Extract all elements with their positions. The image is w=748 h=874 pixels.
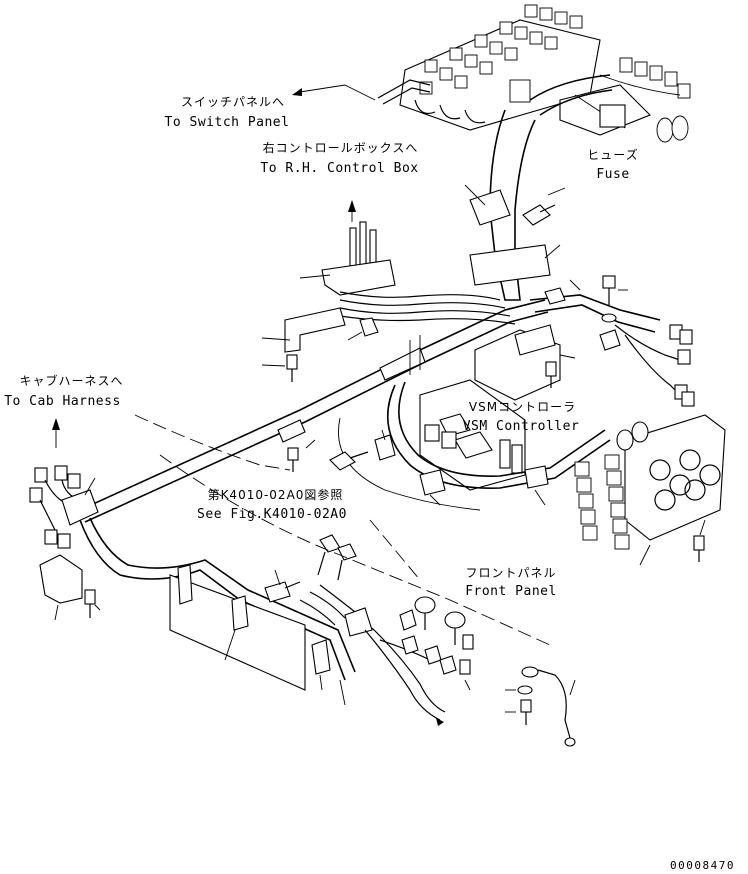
left-small-bracket	[39, 554, 101, 621]
front-panel-label-jp: フロントパネル	[465, 566, 557, 580]
bolt-center	[287, 439, 369, 472]
reference-leaders	[134, 414, 551, 646]
drawing-number: 00008470	[670, 859, 735, 872]
relay-panel-right	[574, 414, 726, 566]
cab-harness-label-jp: キャブハーネスへ	[19, 374, 124, 388]
fuse-label-en: Fuse	[596, 167, 630, 182]
front-panel-harness	[299, 584, 474, 726]
cab-harness-connectors	[29, 465, 99, 549]
front-panel-label-en: Front Panel	[465, 584, 557, 599]
ground-cable	[505, 666, 576, 747]
switch-panel-lead	[292, 79, 431, 105]
bolt-washer-right	[601, 275, 628, 323]
see-fig-bolts	[264, 534, 357, 603]
rh-control-label-jp: 右コントロールボックスへ	[262, 141, 419, 155]
right-branch	[529, 279, 695, 407]
bolt-left	[261, 354, 298, 382]
vsm-harness-loop	[338, 381, 611, 511]
vsm-label-en: VSM Controller	[462, 419, 580, 434]
rh-control-connector	[299, 200, 516, 325]
switch-panel-label-en: To Switch Panel	[164, 115, 290, 130]
cab-harness-label-en: To Cab Harness	[4, 394, 121, 409]
fuse-label-jp: ヒューズ	[587, 148, 639, 162]
main-trunk	[464, 74, 613, 301]
see-fig-label-jp: 第K4010-02A0図参照	[207, 488, 344, 502]
switch-panel-label-jp: スイッチパネルへ	[180, 95, 285, 109]
cab-harness-arrow	[52, 418, 60, 448]
bolt-upper	[522, 187, 566, 226]
fuse-connectors	[599, 57, 691, 143]
mounting-bracket	[261, 307, 379, 353]
fuse-box	[559, 84, 651, 136]
see-fig-label-en: See Fig.K4010-02A0	[197, 507, 347, 522]
vsm-controller	[419, 379, 526, 491]
vsm-label-jp: VSMコントローラ	[468, 400, 577, 414]
vsm-bracket	[474, 324, 576, 401]
lower-left-harness	[79, 517, 356, 706]
fuse-block	[399, 4, 601, 131]
rh-control-label-en: To R.H. Control Box	[260, 161, 419, 176]
